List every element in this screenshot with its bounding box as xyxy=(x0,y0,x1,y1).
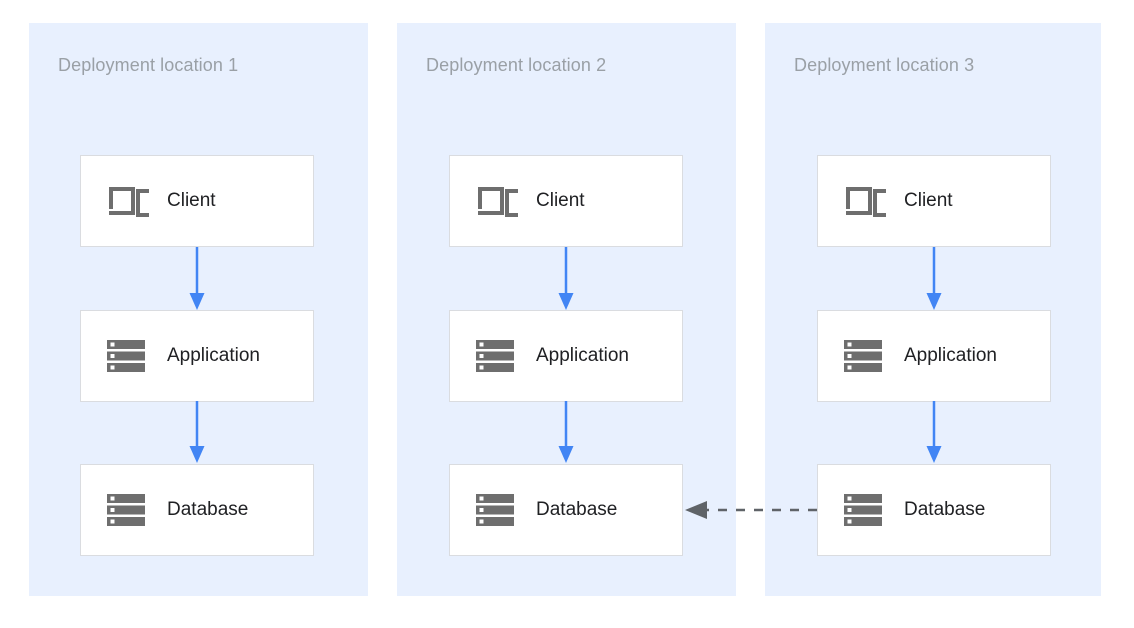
node-label-client-1: Client xyxy=(167,190,216,211)
connector-application-3-to-database-3 xyxy=(926,401,942,463)
devices-icon xyxy=(478,187,518,217)
connector-database-3-to-database-2-replication xyxy=(685,501,817,519)
node-card-application-3[interactable]: Application xyxy=(817,310,1051,402)
node-card-client-3[interactable]: Client xyxy=(817,155,1051,247)
node-label-database-2: Database xyxy=(536,499,618,520)
node-label-client-3: Client xyxy=(904,190,953,211)
panel-title-location-1: Deployment location 1 xyxy=(58,55,239,75)
node-card-application-2[interactable]: Application xyxy=(449,310,683,402)
node-label-application-1: Application xyxy=(167,345,260,366)
node-label-client-2: Client xyxy=(536,190,585,211)
node-card-database-3[interactable]: Database xyxy=(817,464,1051,556)
panel-title-location-2: Deployment location 2 xyxy=(426,55,607,75)
devices-icon xyxy=(109,187,149,217)
node-card-database-2[interactable]: Database xyxy=(449,464,683,556)
connector-client-1-to-application-1 xyxy=(189,247,205,310)
server-icon xyxy=(476,494,514,526)
connector-application-2-to-database-2 xyxy=(558,401,574,463)
node-card-application-1[interactable]: Application xyxy=(80,310,314,402)
connector-client-3-to-application-3 xyxy=(926,247,942,310)
panel-title-location-3: Deployment location 3 xyxy=(794,55,975,75)
node-card-client-2[interactable]: Client xyxy=(449,155,683,247)
server-icon xyxy=(476,340,514,372)
node-label-application-3: Application xyxy=(904,345,997,366)
connector-application-1-to-database-1 xyxy=(189,401,205,463)
node-label-database-1: Database xyxy=(167,499,249,520)
server-icon xyxy=(844,494,882,526)
server-icon xyxy=(107,340,145,372)
server-icon xyxy=(107,494,145,526)
node-card-client-1[interactable]: Client xyxy=(80,155,314,247)
server-icon xyxy=(844,340,882,372)
node-label-database-3: Database xyxy=(904,499,986,520)
node-label-application-2: Application xyxy=(536,345,629,366)
node-card-database-1[interactable]: Database xyxy=(80,464,314,556)
connector-client-2-to-application-2 xyxy=(558,247,574,310)
devices-icon xyxy=(846,187,886,217)
